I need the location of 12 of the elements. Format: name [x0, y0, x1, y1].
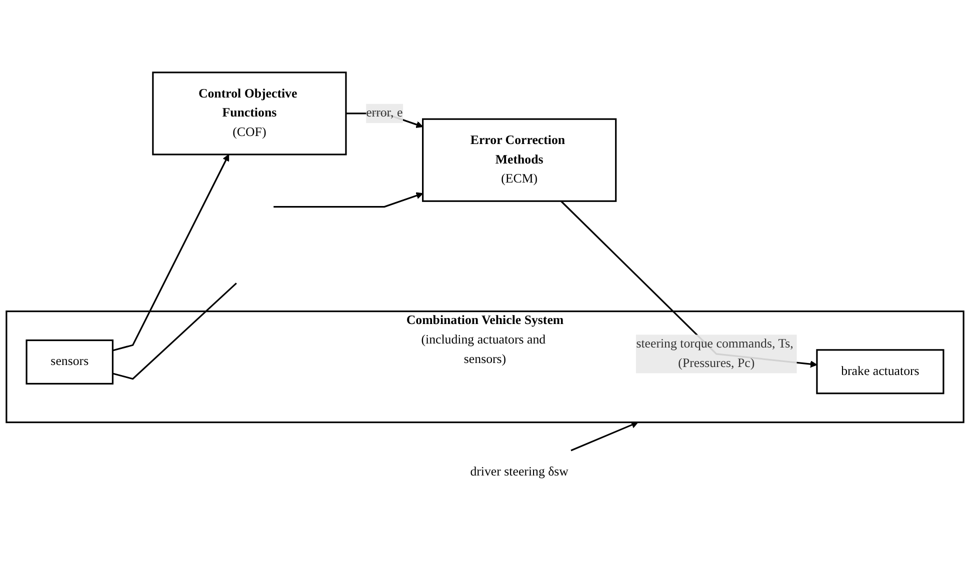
edge-label: steering torque commands, Ts, (Pressures, Pc): [636, 336, 794, 370]
node-box: [816, 348, 944, 394]
arrow: [112, 154, 230, 352]
arrow: [570, 421, 638, 452]
edge-label: error, e: [366, 106, 403, 120]
node-box: [422, 118, 617, 202]
node-box: [152, 71, 347, 156]
cluster: [6, 310, 964, 423]
node-text: driver steering δsw: [470, 464, 568, 478]
connector: [112, 282, 237, 380]
arrow: [274, 192, 424, 208]
node-box: [26, 339, 114, 384]
